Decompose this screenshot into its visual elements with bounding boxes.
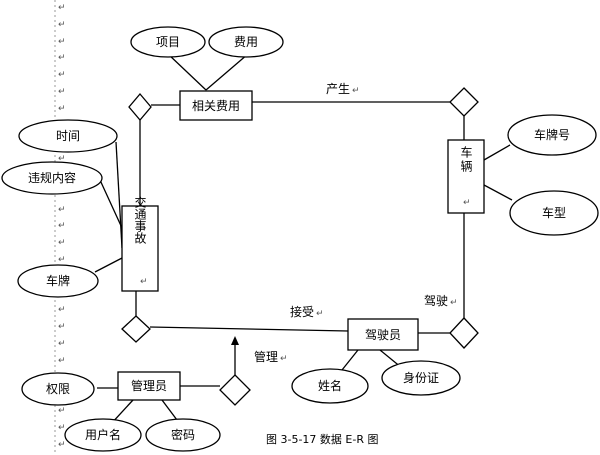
attribute-plate: 车牌 — [17, 264, 99, 298]
entity-driver: 驾驶员 — [347, 318, 419, 351]
entity-expense: 相关费用 — [179, 90, 253, 121]
attribute-item: 项目 — [130, 26, 206, 58]
margin-paragraph-mark: ↵ — [58, 339, 66, 349]
relationship-drive-label: 驾驶 — [424, 293, 448, 308]
relationship-accept-mark: ↵ — [316, 309, 324, 319]
margin-paragraph-mark: ↵ — [58, 406, 66, 416]
attribute-username: 用户名 — [64, 418, 142, 452]
relationship-expense-accident-diamond — [128, 92, 152, 122]
vehicle-para-mark: ↵ — [463, 198, 471, 208]
margin-paragraph-mark: ↵ — [58, 104, 66, 114]
attribute-permission: 权限 — [21, 372, 95, 406]
attribute-password: 密码 — [145, 418, 221, 452]
relationship-produce-diamond — [449, 87, 479, 117]
attribute-time-label: 时间 — [56, 129, 80, 143]
attribute-model: 车型 — [509, 190, 599, 236]
attribute-password-label: 密码 — [171, 427, 195, 442]
attribute-time: 时间 — [18, 119, 118, 153]
figure-caption: 图 3-5-17 数据 E-R 图 — [266, 432, 378, 446]
attribute-plate-label: 车牌 — [46, 273, 70, 288]
margin-paragraph-mark: ↵ — [58, 305, 66, 315]
attribute-username-label: 用户名 — [85, 427, 121, 442]
relationship-produce-label: 产生 — [326, 82, 350, 96]
margin-paragraph-mark: ↵ — [58, 87, 66, 97]
attribute-id-card-label: 身份证 — [403, 370, 439, 385]
attribute-item-label: 项目 — [156, 35, 180, 49]
attribute-name: 姓名 — [291, 368, 369, 404]
attribute-id-card: 身份证 — [381, 360, 461, 396]
accident-para-mark: ↵ — [140, 277, 148, 287]
entity-accident: 交通事故 — [121, 195, 159, 292]
margin-paragraph-mark: ↵ — [58, 53, 66, 63]
margin-paragraph-mark: ↵ — [58, 221, 66, 231]
margin-paragraph-mark: ↵ — [58, 70, 66, 80]
attribute-name-label: 姓名 — [318, 378, 342, 393]
relationship-drive-mark: ↵ — [450, 298, 458, 308]
margin-paragraph-mark: ↵ — [58, 423, 66, 433]
attribute-plate-no-label: 车牌号 — [534, 127, 570, 142]
entity-driver-label: 驾驶员 — [365, 327, 401, 342]
relationship-manage-label: 管理 — [254, 349, 278, 364]
entity-vehicle: 车辆 — [447, 139, 485, 214]
entity-expense-label: 相关费用 — [192, 99, 240, 113]
attribute-model-label: 车型 — [542, 205, 566, 220]
relationship-drive-diamond — [449, 317, 479, 349]
attribute-fee: 费用 — [208, 26, 284, 58]
margin-paragraph-mark: ↵ — [58, 20, 66, 30]
relationship-manage-diamond — [219, 374, 251, 406]
connector-lines — [94, 53, 513, 426]
attribute-violation-label: 违规内容 — [28, 170, 76, 185]
relationship-produce-mark: ↵ — [352, 86, 360, 96]
attribute-violation: 违规内容 — [1, 161, 103, 195]
margin-paragraph-mark: ↵ — [58, 37, 66, 47]
margin-paragraph-mark: ↵ — [58, 255, 66, 265]
entity-vehicle-label: 车辆 — [459, 145, 473, 174]
margin-paragraph-mark: ↵ — [58, 205, 66, 215]
relationship-accept-diamond — [121, 315, 151, 343]
attribute-plate-no: 车牌号 — [507, 114, 597, 156]
margin-paragraph-mark: ↵ — [58, 154, 66, 164]
relationship-manage-mark: ↵ — [280, 354, 288, 364]
entity-admin-label: 管理员 — [131, 378, 167, 393]
attribute-fee-label: 费用 — [234, 35, 258, 49]
entity-accident-label: 交通事故 — [133, 195, 147, 245]
entity-admin: 管理员 — [117, 371, 181, 401]
margin-paragraph-mark: ↵ — [58, 322, 66, 332]
margin-paragraph-mark: ↵ — [58, 440, 66, 450]
manage-arrow-head — [231, 336, 239, 345]
attribute-permission-label: 权限 — [46, 382, 70, 396]
relationship-accept-label: 接受 — [290, 304, 314, 319]
margin-paragraph-mark: ↵ — [58, 3, 66, 13]
margin-paragraph-mark: ↵ — [58, 356, 66, 366]
margin-paragraph-mark: ↵ — [58, 238, 66, 248]
